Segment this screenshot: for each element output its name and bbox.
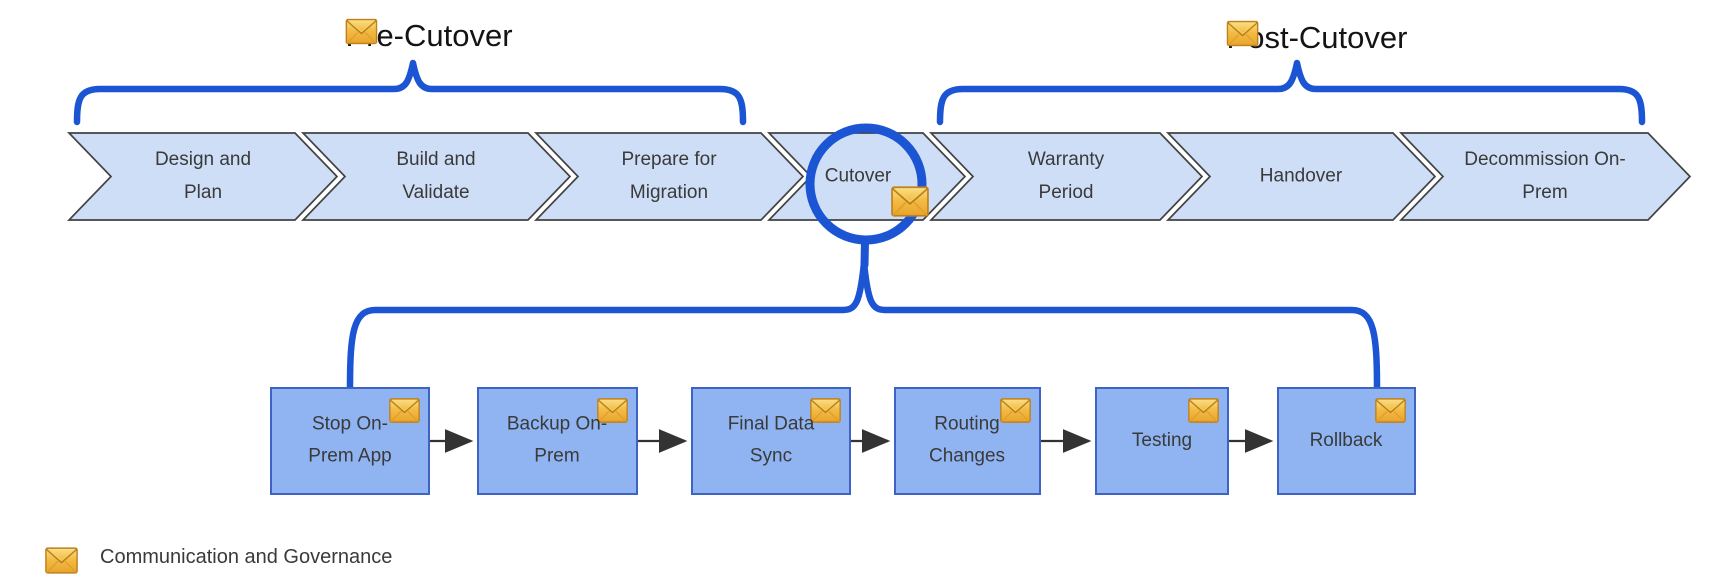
phase-label: Cutover — [824, 165, 892, 187]
legend-label: Communication and Governance — [100, 546, 393, 568]
pre-cutover-title: Pre-Cutover — [345, 18, 513, 54]
step-label: Routing Changes — [928, 413, 1006, 467]
envelope-icon — [45, 547, 78, 574]
cutover-steps-brace — [346, 259, 1381, 392]
post-cutover-brace — [936, 59, 1646, 126]
step-label: Rollback — [1309, 429, 1383, 451]
envelope-icon — [345, 18, 377, 45]
phase-chevron-handover — [1165, 132, 1437, 221]
phase-label: Design and Plan — [154, 148, 252, 203]
envelope-icon — [1227, 20, 1259, 47]
step-label: Final Data Sync — [727, 413, 815, 467]
step-label: Testing — [1131, 429, 1193, 451]
envelope-icon — [891, 186, 929, 217]
pre-cutover-brace — [73, 59, 747, 126]
phase-label: Build and Validate — [396, 148, 476, 203]
phase-label: Prepare for Migration — [621, 148, 717, 203]
phase-chevron-prepare-for-migration — [533, 132, 805, 221]
phase-label: Handover — [1259, 165, 1343, 187]
phase-label: Decommission On-Prem — [1464, 148, 1626, 203]
phase-chevron-build-and-validate — [300, 132, 572, 221]
step-label: Backup On-Prem — [506, 413, 608, 467]
phase-chevron-warranty-period — [928, 132, 1204, 221]
envelope-icon — [1188, 398, 1219, 423]
post-cutover-title: Post-Cutover — [1226, 20, 1407, 56]
phase-chevron-design-and-plan — [66, 132, 339, 221]
phase-label: Warranty Period — [1027, 148, 1105, 203]
step-box-final-data-sync — [691, 387, 851, 495]
phase-chevron-decommission-on-prem — [1398, 132, 1692, 221]
envelope-icon — [1375, 398, 1406, 423]
step-label: Stop On-Prem App — [308, 413, 392, 467]
